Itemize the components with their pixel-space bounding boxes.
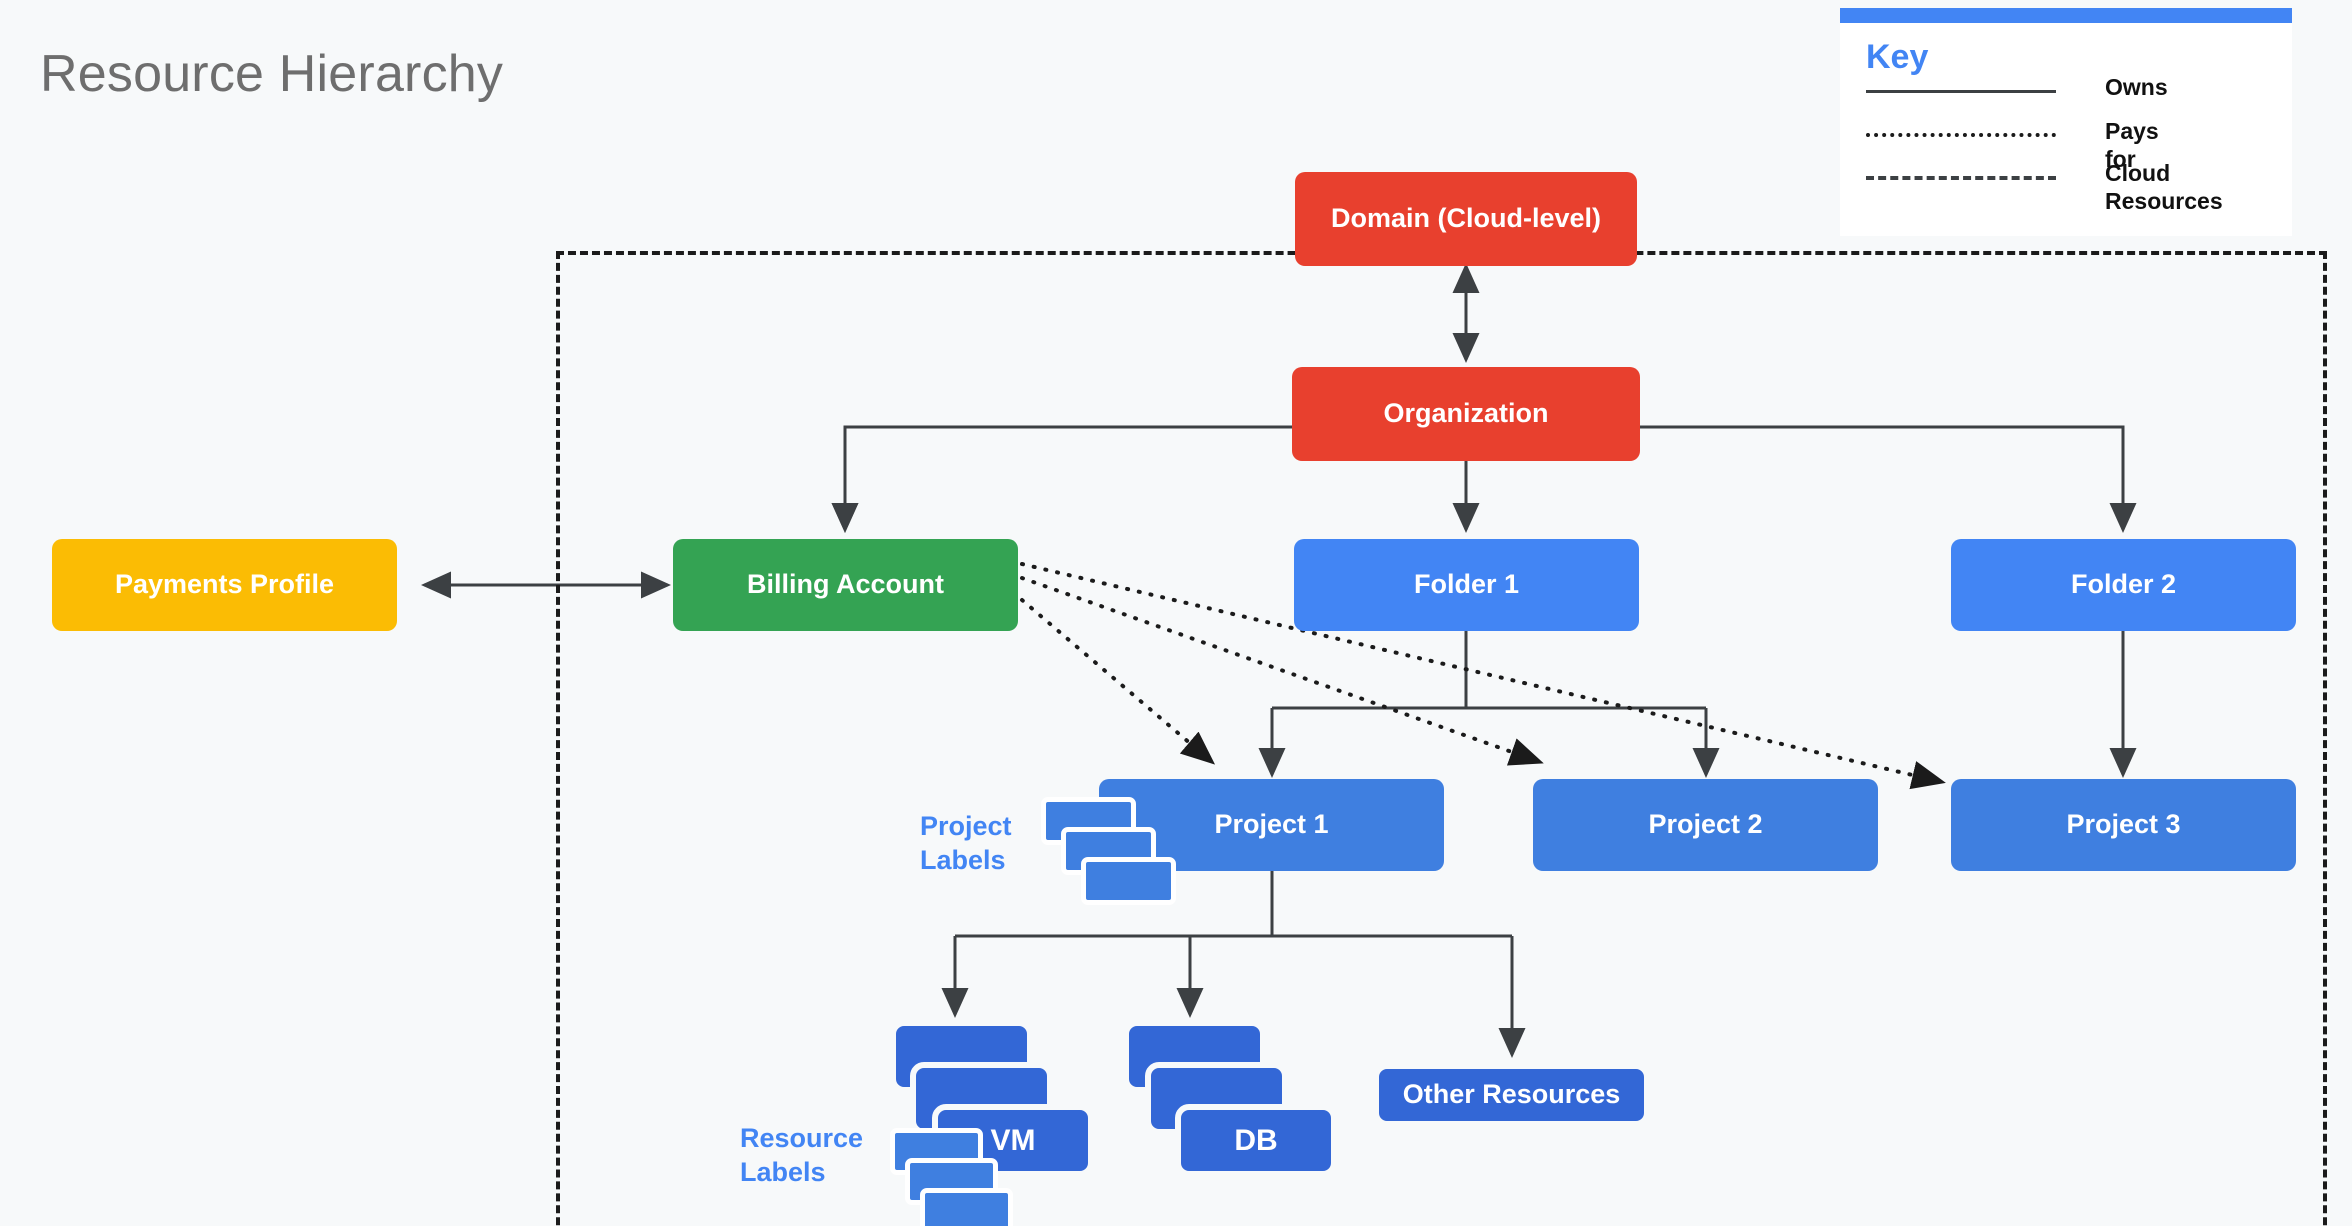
node-folder-1[interactable]: Folder 1 <box>1294 539 1639 631</box>
project-labels-text: Project Labels <box>920 811 1012 875</box>
node-project-2[interactable]: Project 2 <box>1533 779 1878 871</box>
page-title: Resource Hierarchy <box>40 45 504 103</box>
db-card-front: DB <box>1175 1104 1337 1177</box>
node-organization[interactable]: Organization <box>1292 367 1640 461</box>
resource-chip-3 <box>920 1188 1013 1226</box>
node-domain[interactable]: Domain (Cloud-level) <box>1295 172 1637 266</box>
project-chip-3 <box>1081 857 1176 905</box>
legend-label-owns: Owns <box>2105 74 2168 100</box>
node-billing-account[interactable]: Billing Account <box>673 539 1018 631</box>
legend-key: Key Owns Pays for Cloud Resources <box>1840 8 2292 236</box>
dotted-line-icon <box>1866 133 2056 137</box>
node-project-3[interactable]: Project 3 <box>1951 779 2296 871</box>
dashed-line-icon <box>1866 176 2056 180</box>
legend-title: Key <box>1866 38 1929 76</box>
solid-line-icon <box>1866 90 2056 93</box>
node-folder-2[interactable]: Folder 2 <box>1951 539 2296 631</box>
legend-label-cloud-resources: Cloud Resources <box>2105 160 2223 214</box>
legend-label-pays-for: Pays for <box>2105 118 2159 172</box>
node-project-1[interactable]: Project 1 <box>1099 779 1444 871</box>
node-payments-profile[interactable]: Payments Profile <box>52 539 397 631</box>
legend-accent-bar <box>1840 8 2292 23</box>
resource-labels-text: Resource Labels <box>740 1123 864 1187</box>
node-other-resources[interactable]: Other Resources <box>1373 1063 1650 1127</box>
